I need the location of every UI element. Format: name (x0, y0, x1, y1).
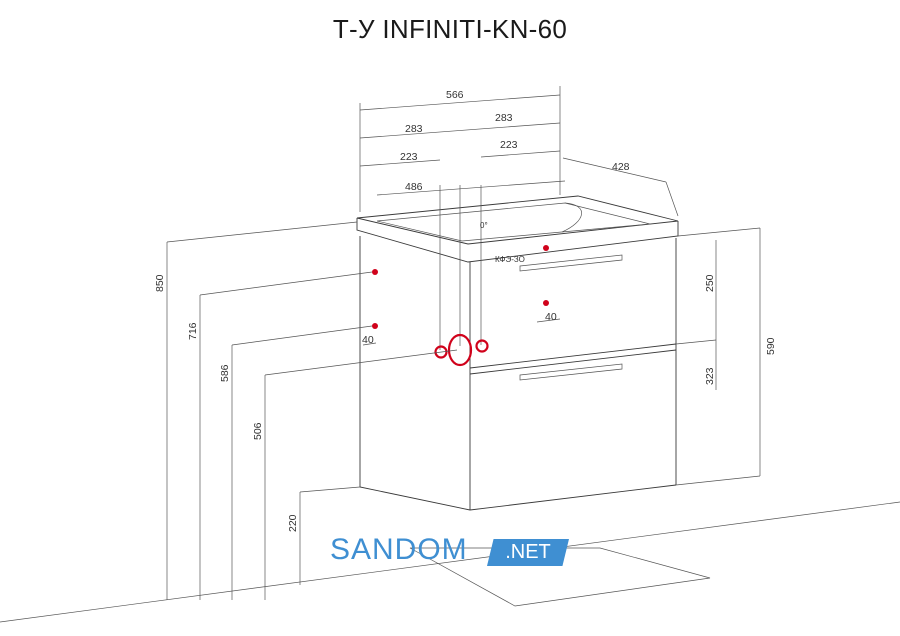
dim-line-486 (376, 180, 566, 196)
drain-connection (447, 333, 473, 367)
label-223-right: 223 (500, 139, 518, 151)
label-40-right: 40 (545, 311, 557, 323)
drawer-divider-top (469, 343, 677, 369)
label-586: 586 (219, 364, 231, 382)
ext-590-bottom (675, 475, 761, 486)
label-486: 486 (405, 181, 423, 193)
mount-point-3 (543, 245, 549, 251)
watermark-logo-tag: .NET (487, 539, 569, 566)
label-tap: 0° (480, 221, 488, 230)
label-428: 428 (612, 161, 630, 173)
label-506: 506 (252, 422, 264, 440)
mount-point-1 (372, 269, 378, 275)
label-566: 566 (446, 89, 464, 101)
label-850: 850 (154, 274, 166, 292)
label-283-left: 283 (405, 123, 423, 135)
floor-line (0, 501, 900, 623)
ext-506-top (264, 349, 458, 376)
upper-handle (519, 254, 623, 272)
basin-edge (356, 218, 679, 263)
ext-drawer-split (675, 339, 717, 345)
hot-water-connection (475, 339, 489, 353)
ext-depth (665, 181, 679, 217)
ext-590-top (677, 227, 761, 237)
offset-left-line (362, 342, 377, 346)
label-590: 590 (765, 337, 777, 355)
dim-line-223-right (480, 150, 561, 158)
label-220: 220 (287, 514, 299, 532)
dim-line-283 (359, 122, 561, 139)
ext-850-top (166, 221, 358, 243)
label-223-left: 223 (400, 151, 418, 163)
mount-point-2 (372, 323, 378, 329)
basin-top (356, 195, 679, 245)
drawer-divider-bottom (469, 349, 677, 375)
cold-water-connection (434, 345, 448, 359)
label-40-left: 40 (362, 334, 374, 346)
ext-220-top (299, 486, 361, 493)
ext-716-top (199, 271, 373, 296)
mount-point-4 (543, 300, 549, 306)
dim-line-223-left (359, 159, 441, 167)
offset-right-line (536, 318, 561, 323)
cabinet-bottom (469, 484, 677, 511)
lower-handle (519, 363, 623, 381)
ext-586-top (231, 325, 373, 346)
label-323: 323 (704, 367, 716, 385)
label-250: 250 (704, 274, 716, 292)
basin-bowl (376, 202, 651, 242)
label-283-right: 283 (495, 112, 513, 124)
basin-curve (561, 202, 582, 233)
dim-line-566 (359, 94, 561, 111)
label-drain-mark: КФЭ-ЗО (495, 255, 525, 264)
cabinet-left-side (359, 236, 471, 511)
drawing-title: Т-У INFINITI-KN-60 (332, 14, 568, 44)
watermark-logo-text: SANDOM (330, 533, 468, 566)
label-716: 716 (187, 322, 199, 340)
dim-line-428 (562, 157, 667, 183)
